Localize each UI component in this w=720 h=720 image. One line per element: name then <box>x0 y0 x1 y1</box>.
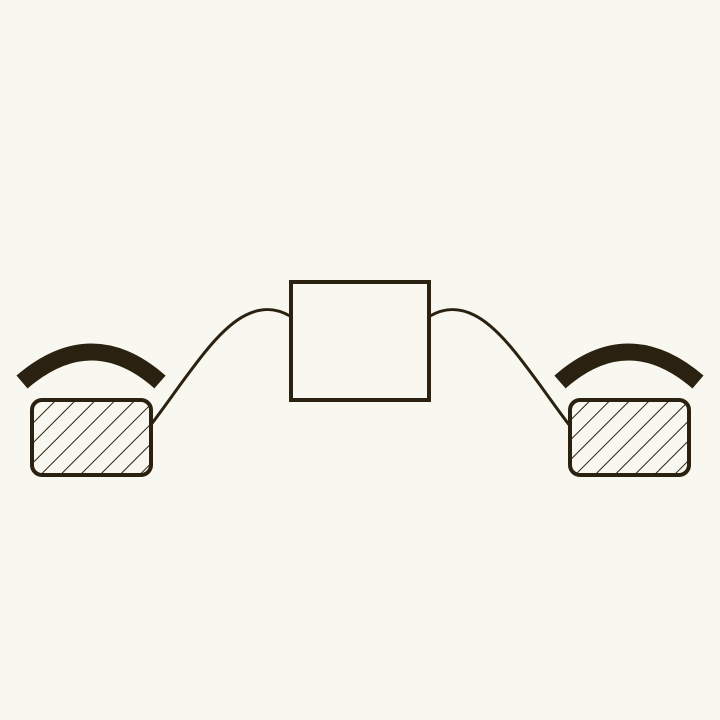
right-pad <box>568 398 691 477</box>
right-cord <box>428 308 572 428</box>
left-brow <box>16 343 166 389</box>
left-cord <box>148 308 292 428</box>
center-box <box>289 280 431 402</box>
left-pad <box>30 398 153 477</box>
right-brow <box>554 343 704 389</box>
